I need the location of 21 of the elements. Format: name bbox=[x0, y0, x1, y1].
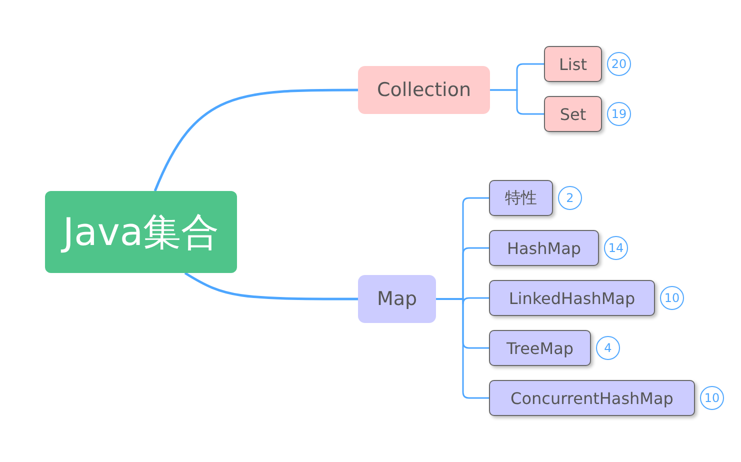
count-badge: 10 bbox=[700, 386, 724, 410]
topic-box: Map bbox=[358, 275, 436, 323]
central-topic-box: Java集合 bbox=[45, 191, 237, 273]
subtopic-box: LinkedHashMap bbox=[489, 280, 655, 316]
subtopic-box: List bbox=[544, 46, 602, 82]
subtopic-box: 特性 bbox=[489, 180, 553, 216]
subtopic-box: Set bbox=[544, 96, 602, 132]
count-badge: 4 bbox=[596, 336, 620, 360]
subtopic-box: ConcurrentHashMap bbox=[489, 380, 695, 416]
topic-box: Collection bbox=[358, 66, 490, 114]
connector-line bbox=[184, 272, 358, 300]
connector-line bbox=[154, 88, 358, 192]
count-badge: 19 bbox=[607, 102, 631, 126]
connector-line bbox=[490, 89, 544, 115]
subtopic-box: TreeMap bbox=[489, 330, 591, 366]
count-badge: 2 bbox=[558, 186, 582, 210]
count-badge: 20 bbox=[607, 52, 631, 76]
connector-line bbox=[436, 298, 489, 399]
subtopic-box: HashMap bbox=[489, 230, 599, 266]
count-badge: 10 bbox=[660, 286, 684, 310]
count-badge: 14 bbox=[604, 236, 628, 260]
